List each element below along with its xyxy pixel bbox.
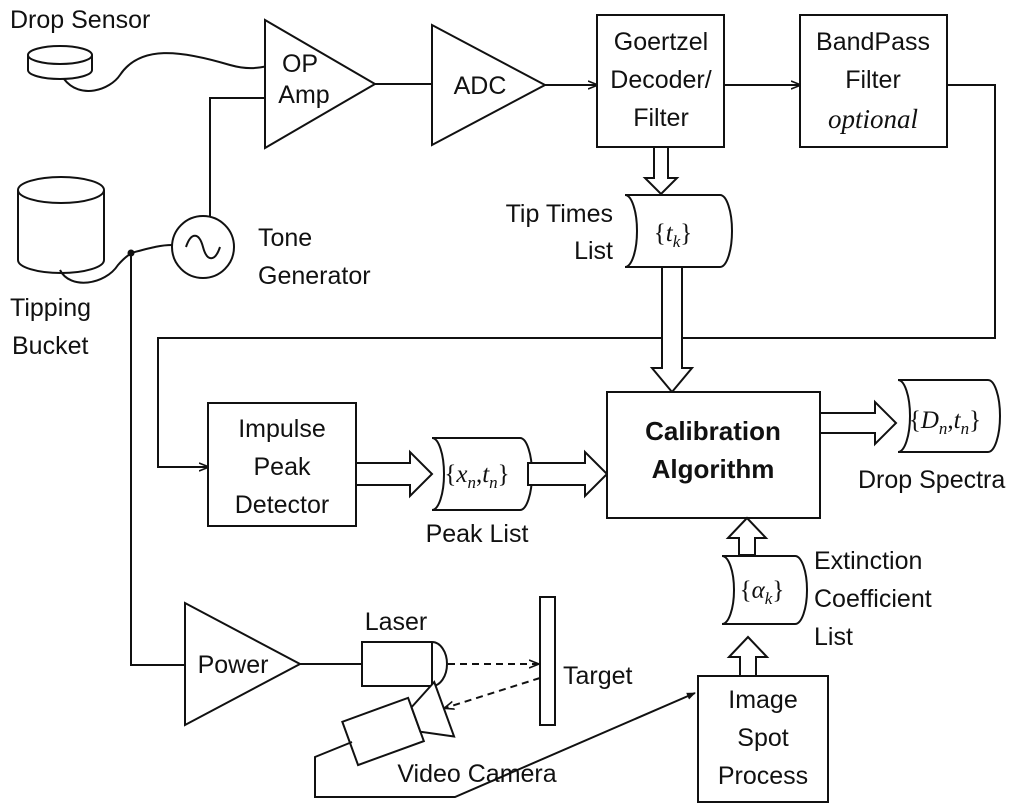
adc-triangle bbox=[431, 23, 548, 147]
op-amp-triangle bbox=[264, 18, 377, 150]
peaklist-to-calibration-arrow bbox=[527, 449, 609, 499]
drop-spectra-label: Drop Spectra bbox=[858, 466, 1005, 494]
op-amp-label-2: Amp bbox=[278, 81, 329, 109]
tipping-bucket-label-1: Tipping bbox=[10, 294, 91, 322]
bandpass-label-1: BandPass bbox=[816, 28, 930, 56]
drop-spectra-symbol: {Dn,tn} bbox=[909, 407, 981, 438]
bandpass-label-optional: optional bbox=[828, 104, 918, 134]
extinction-symbol: {αk} bbox=[740, 577, 785, 608]
tip-times-symbol: {tk} bbox=[654, 220, 693, 251]
bandpass-label-2: Filter bbox=[845, 66, 901, 94]
extinction-label-1: Extinction bbox=[814, 547, 922, 575]
power-triangle bbox=[184, 601, 303, 727]
calibration-box bbox=[606, 391, 821, 519]
tip-times-store bbox=[624, 194, 733, 268]
camera-to-image-wire bbox=[314, 692, 696, 798]
tone-generator-label-2: Generator bbox=[258, 262, 371, 290]
image-spot-label-1: Image bbox=[728, 686, 797, 714]
video-camera-icon bbox=[341, 680, 456, 767]
calibration-to-dropspectra-arrow bbox=[819, 399, 898, 447]
drop-sensor-icon bbox=[27, 45, 93, 80]
tipping-bucket-icon bbox=[17, 176, 105, 274]
image-to-extinction-arrow bbox=[726, 635, 770, 677]
op-amp-label-1: OP bbox=[282, 50, 318, 78]
power-label: Power bbox=[198, 651, 269, 679]
laser-icon bbox=[361, 641, 448, 687]
target-plate bbox=[539, 596, 556, 726]
impulse-detector-box bbox=[207, 402, 357, 527]
peak-list-symbol: {xn,tn} bbox=[444, 461, 509, 492]
impulse-label-3: Detector bbox=[235, 491, 329, 519]
laser-label: Laser bbox=[365, 608, 428, 636]
sine-wave-icon bbox=[185, 234, 221, 260]
impulse-to-peaklist-arrow bbox=[355, 449, 434, 499]
image-spot-label-2: Spot bbox=[737, 724, 788, 752]
extinction-store bbox=[721, 555, 808, 625]
goertzel-label-3: Filter bbox=[633, 104, 689, 132]
tone-generator-label-1: Tone bbox=[258, 224, 312, 252]
extinction-label-3: List bbox=[814, 623, 853, 651]
goertzel-label-2: Decoder/ bbox=[610, 66, 711, 94]
goertzel-to-tiptimes-arrow bbox=[642, 146, 680, 196]
tipping-bucket-label-2: Bucket bbox=[12, 332, 88, 360]
tip-times-label-1: Tip Times bbox=[506, 200, 613, 228]
drop-sensor-label: Drop Sensor bbox=[10, 6, 150, 34]
bucket-wire bbox=[59, 252, 133, 284]
adc-label: ADC bbox=[454, 72, 507, 100]
peak-list-store bbox=[431, 437, 533, 511]
extinction-to-calibration-arrow bbox=[725, 516, 769, 556]
sensor-wire bbox=[63, 52, 269, 92]
impulse-label-1: Impulse bbox=[238, 415, 326, 443]
extinction-label-2: Coefficient bbox=[814, 585, 932, 613]
calibration-label-2: Algorithm bbox=[652, 454, 775, 484]
goertzel-label-1: Goertzel bbox=[614, 28, 708, 56]
image-spot-label-3: Process bbox=[718, 762, 808, 790]
bucket-to-tone-wire bbox=[130, 244, 173, 254]
bucket-to-power-wire bbox=[130, 253, 195, 666]
impulse-label-2: Peak bbox=[254, 453, 311, 481]
peak-list-label: Peak List bbox=[426, 520, 529, 548]
calibration-label-1: Calibration bbox=[645, 416, 781, 446]
reflected-beam bbox=[445, 677, 541, 708]
tiptimes-to-calibration-arrow bbox=[649, 266, 695, 394]
image-spot-box bbox=[697, 675, 829, 803]
tip-times-label-2: List bbox=[574, 237, 613, 265]
bandpass-to-impulse-wire bbox=[157, 84, 996, 467]
tone-to-opamp-wire bbox=[209, 97, 265, 216]
drop-spectra-store bbox=[897, 379, 1001, 453]
bandpass-box bbox=[799, 14, 948, 148]
target-label: Target bbox=[563, 662, 633, 690]
